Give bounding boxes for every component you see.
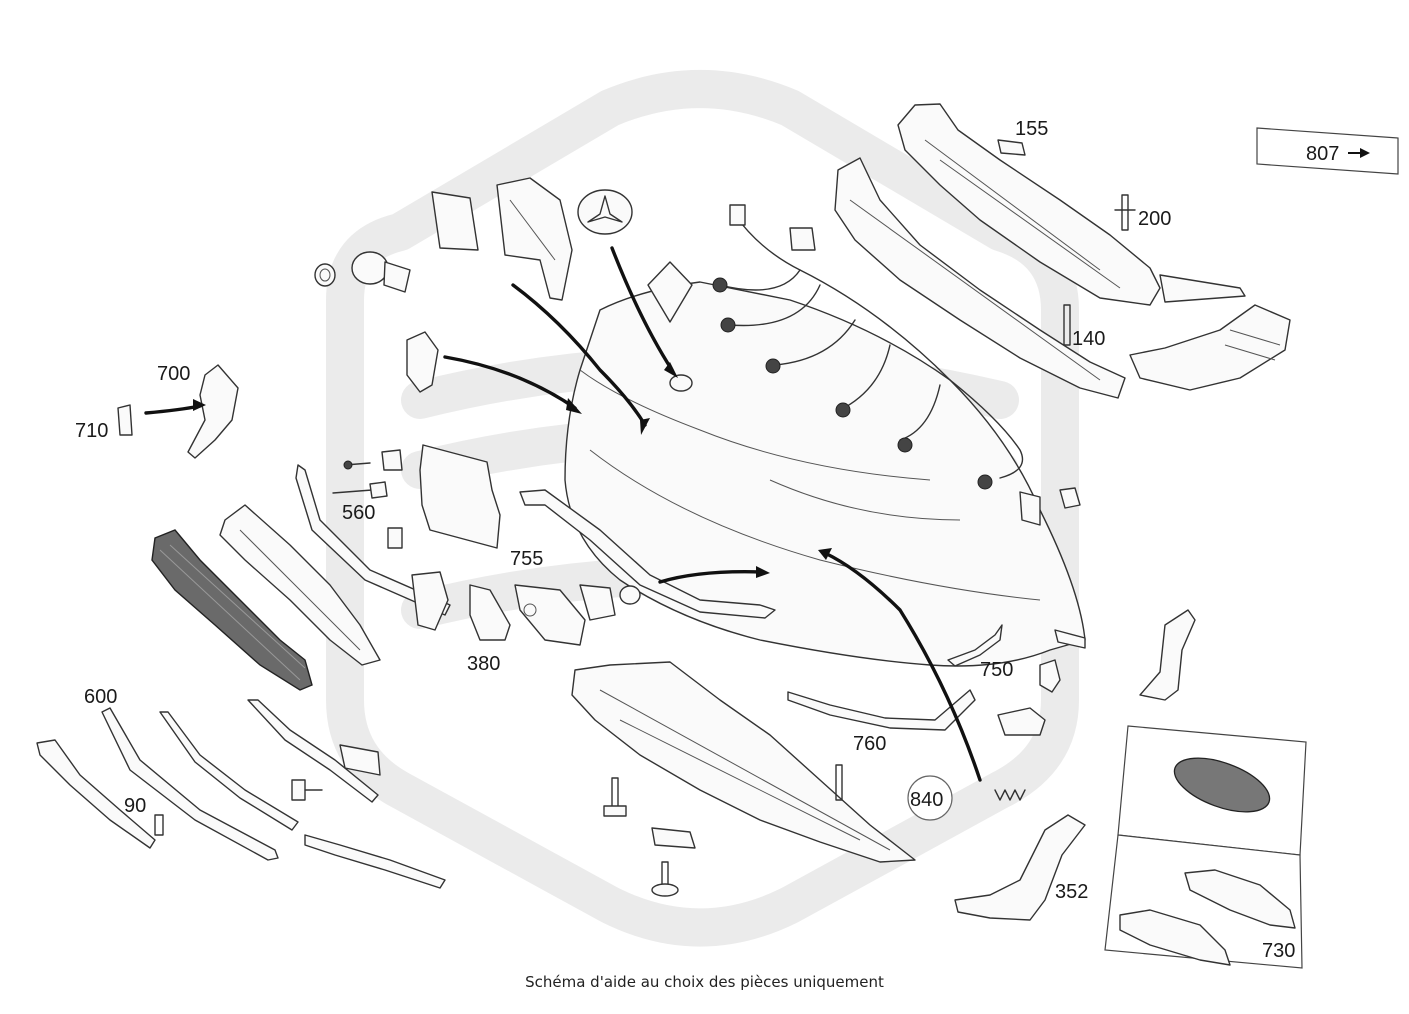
part-clip-small[interactable] — [387, 527, 403, 549]
part-bolt-left[interactable] — [603, 777, 627, 817]
part-push-pin[interactable] — [1059, 487, 1081, 509]
part-clip-155[interactable] — [997, 139, 1026, 156]
part-sensor-ring[interactable] — [314, 263, 336, 287]
label-755: 755 — [510, 548, 543, 570]
label-155: 155 — [1015, 118, 1048, 140]
part-plug-right[interactable] — [1039, 659, 1061, 693]
part-bracket-right-upper[interactable] — [1159, 274, 1246, 303]
part-radar-bracket[interactable] — [496, 177, 573, 301]
label-840: 840 — [910, 789, 943, 811]
part-sensor-holder[interactable] — [579, 584, 641, 621]
part-emblem[interactable] — [577, 189, 633, 235]
part-tow-eye-cover[interactable] — [406, 331, 439, 393]
part-bracket-center[interactable] — [411, 571, 449, 631]
part-screw-upper[interactable] — [343, 449, 403, 471]
part-clip-710[interactable] — [117, 404, 133, 436]
part-lower-grille[interactable] — [151, 529, 313, 691]
part-clip-lower[interactable] — [339, 744, 381, 776]
part-radar-sensor[interactable] — [431, 191, 479, 251]
part-upper-bumper-support[interactable] — [897, 103, 1161, 306]
part-expansion-rivet-200[interactable] — [1114, 194, 1136, 231]
part-fog-light-bracket[interactable] — [514, 584, 586, 646]
part-fastener-right[interactable] — [1054, 629, 1086, 649]
part-screw-140[interactable] — [1063, 304, 1071, 346]
part-headlamp-730[interactable] — [1119, 869, 1296, 966]
part-chrome-trim-755[interactable] — [519, 489, 776, 619]
part-trim-strip-mid[interactable] — [159, 711, 299, 831]
part-screw-center[interactable] — [835, 764, 843, 801]
label-380: 380 — [467, 653, 500, 675]
part-label-354: 354 — [895, 926, 975, 948]
part-side-trim-700[interactable] — [187, 364, 239, 459]
part-bracket-352[interactable] — [954, 814, 1086, 921]
part-parking-sensor[interactable] — [351, 251, 411, 293]
part-license-plate-holder[interactable] — [419, 444, 501, 549]
harness-connectors — [712, 204, 993, 490]
label-140: 140 — [1072, 328, 1105, 350]
arrow-right-icon — [1360, 148, 1370, 158]
part-screw-lower[interactable] — [291, 779, 323, 801]
part-trim-strip-inner[interactable] — [247, 699, 379, 803]
part-nut-clip[interactable] — [651, 827, 696, 849]
part-screw-560[interactable] — [332, 481, 388, 499]
reference-box-807[interactable]: 807 — [1256, 127, 1399, 175]
part-spring-clip[interactable] — [994, 789, 1026, 801]
part-lower-strip-760[interactable] — [787, 689, 976, 731]
part-clip-right[interactable] — [1019, 491, 1041, 526]
part-underbody-panel[interactable] — [571, 661, 916, 863]
part-side-trim-750[interactable] — [947, 624, 1003, 667]
part-bracket-inner[interactable] — [647, 261, 693, 323]
part-cover-cap[interactable] — [669, 374, 693, 392]
label-730: 730 — [1262, 940, 1295, 962]
label-90: 90 — [124, 795, 146, 817]
part-trim-600[interactable] — [101, 707, 279, 861]
part-side-guide-right[interactable] — [1129, 304, 1291, 391]
label-760: 760 — [853, 733, 886, 755]
part-trim-strip-lower[interactable] — [304, 834, 446, 889]
part-vertical-bracket-right[interactable] — [1139, 609, 1196, 701]
label-560: 560 — [342, 502, 375, 524]
label-200: 200 — [1138, 208, 1171, 230]
label-710: 710 — [75, 420, 108, 442]
part-840-callout[interactable]: 840 — [907, 775, 953, 821]
label-352: 352 — [1055, 881, 1088, 903]
label-700: 700 — [157, 363, 190, 385]
label-600: 600 — [84, 686, 117, 708]
part-grille-frame[interactable] — [219, 504, 381, 666]
part-bracket-380[interactable] — [469, 584, 511, 641]
label-750: 750 — [980, 659, 1013, 681]
part-trim-strip-left[interactable] — [36, 739, 156, 849]
part-impact-absorber-bracket[interactable] — [834, 157, 1126, 399]
part-bumper-cover[interactable] — [564, 281, 1086, 667]
part-bolt-bottom[interactable] — [651, 861, 679, 897]
diagram-caption: Schéma d'aide au choix des pièces unique… — [525, 973, 884, 991]
part-clip-90[interactable] — [154, 814, 164, 836]
direction-arrows — [144, 246, 982, 782]
part-cover-right[interactable] — [997, 707, 1046, 736]
part-grille-insert[interactable] — [1167, 747, 1276, 823]
label-807: 807 — [1306, 143, 1339, 165]
